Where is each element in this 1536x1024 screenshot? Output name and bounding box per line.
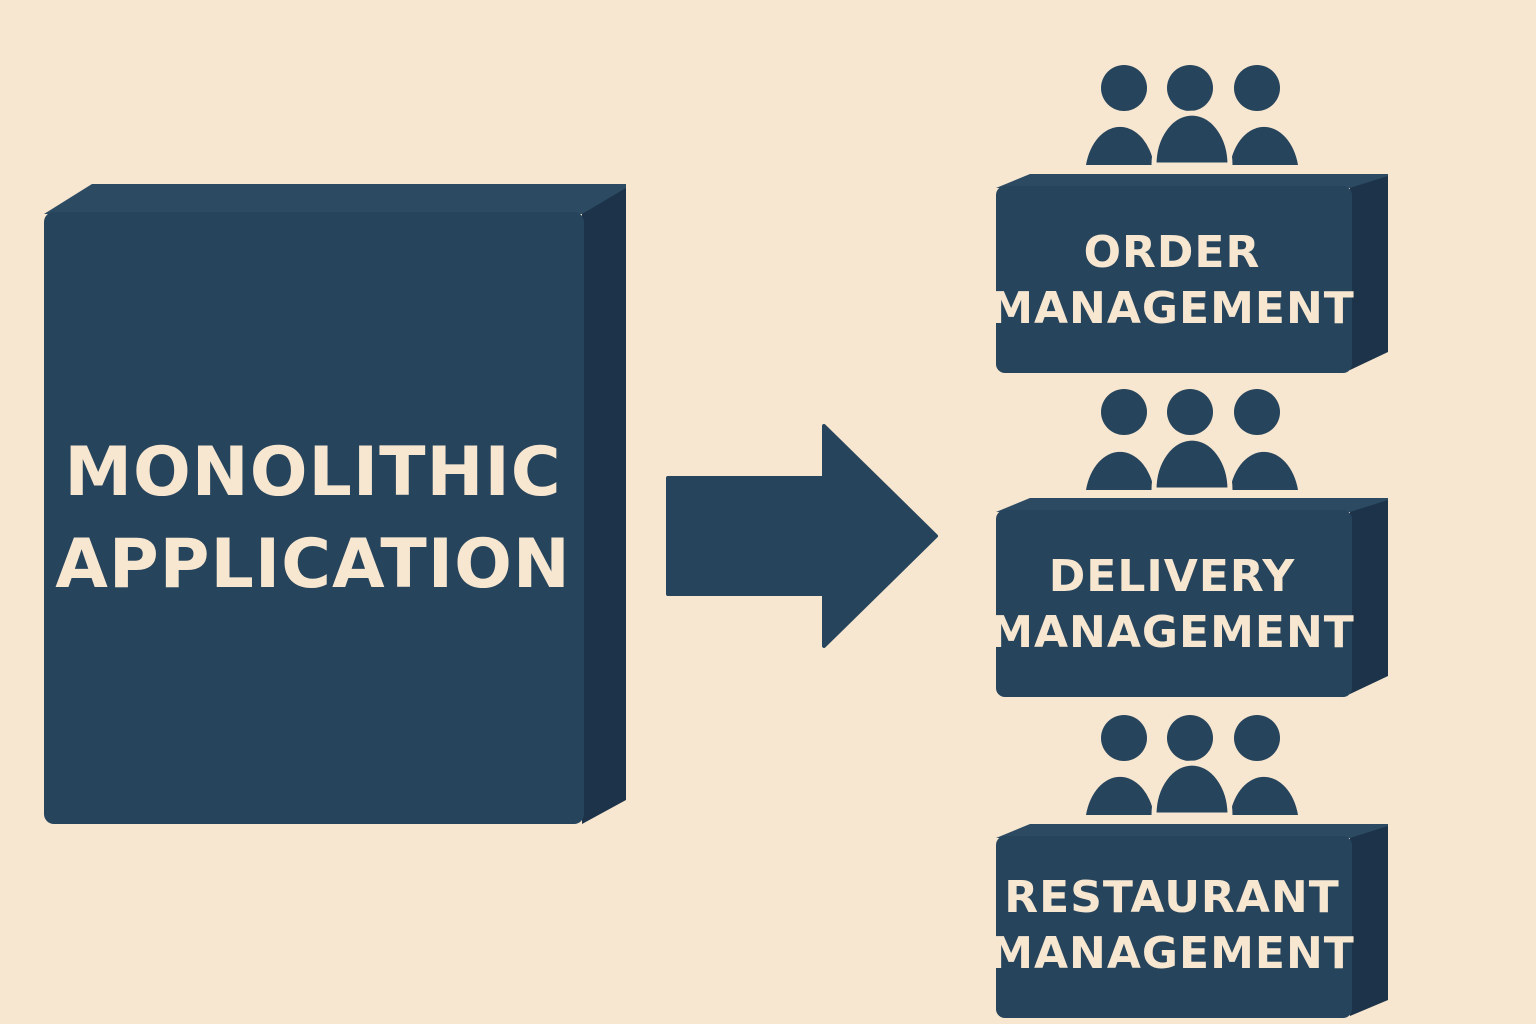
monolith-label: MONOLITHIC APPLICATION: [44, 214, 582, 824]
service-label-delivery: DELIVERY MANAGEMENT: [989, 512, 1354, 697]
monolith-block-side: [582, 188, 626, 824]
service-label-line2: MANAGEMENT: [989, 928, 1355, 979]
monolith-label-line2: APPLICATION: [55, 525, 571, 604]
monolith-block: [44, 184, 626, 824]
team-icon: [1086, 389, 1298, 493]
service-block-order: [996, 174, 1388, 373]
service-label-line1: RESTAURANT: [1004, 872, 1340, 923]
monolith-block-front: [44, 212, 584, 824]
service-block-restaurant: [996, 824, 1388, 1018]
service-block-delivery: [996, 498, 1388, 697]
service-block-side: [1350, 826, 1388, 1016]
team-icon: [1086, 715, 1298, 818]
service-block-front: [996, 186, 1352, 373]
service-block-side: [1350, 500, 1388, 694]
service-block-front: [996, 836, 1352, 1018]
service-label-restaurant: RESTAURANT MANAGEMENT: [989, 838, 1354, 1014]
service-label-order: ORDER MANAGEMENT: [989, 188, 1354, 373]
service-label-line1: ORDER: [1083, 226, 1261, 278]
service-block-front: [996, 510, 1352, 697]
service-block-top: [996, 174, 1388, 188]
service-block-side: [1350, 176, 1388, 370]
service-label-line2: MANAGEMENT: [989, 606, 1355, 658]
service-block-top: [996, 498, 1388, 512]
right-arrow-icon: [666, 424, 938, 648]
team-icon: [1086, 65, 1298, 168]
service-label-line1: DELIVERY: [1048, 550, 1296, 602]
monolith-label-line1: MONOLITHIC: [64, 433, 562, 512]
monolith-block-top: [44, 184, 626, 214]
service-block-top: [996, 824, 1388, 838]
service-label-line2: MANAGEMENT: [989, 282, 1355, 334]
